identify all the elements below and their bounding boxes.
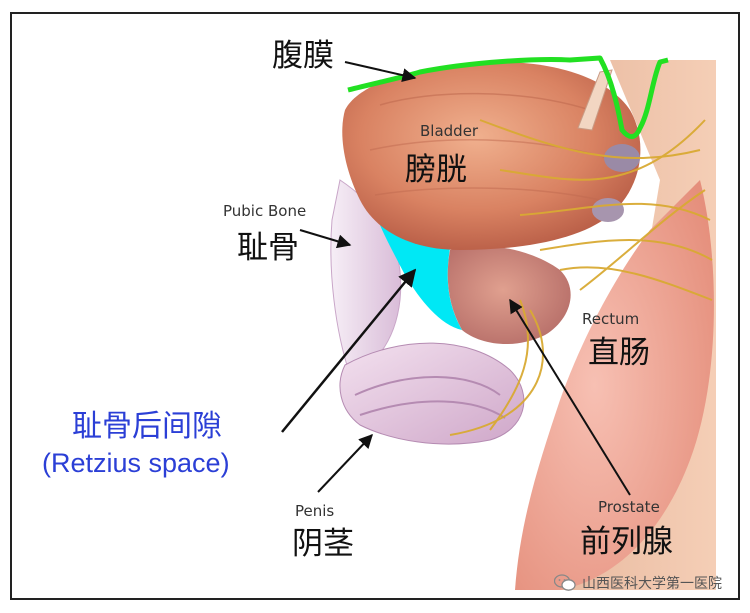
prostate-label-en: Prostate [598, 498, 660, 516]
bladder-label-zh: 膀胱 [405, 152, 467, 188]
watermark: 山西医科大学第一医院 [554, 573, 722, 593]
nerve-bundle [449, 119, 713, 436]
bladder-label-en: Bladder [420, 122, 479, 140]
rectum-label-en: Rectum [582, 310, 639, 328]
rectum-label-zh: 直肠 [588, 335, 650, 371]
prostate-label-zh: 前列腺 [580, 524, 673, 560]
penis-leader [317, 433, 373, 493]
pubic-bone-label-en: Pubic Bone [223, 202, 306, 220]
pubic-leader [299, 229, 352, 249]
peritoneum-leader [344, 61, 417, 83]
prostate-leader [509, 298, 631, 496]
bladder-shape [342, 62, 641, 250]
pubic-bone-label-zh: 耻骨 [237, 230, 299, 266]
retzius-space-shape [372, 205, 462, 330]
prostate-shape [447, 245, 571, 345]
peritoneum-label: 腹膜 [272, 38, 334, 74]
penis-label-en: Penis [295, 502, 334, 520]
retzius-label-en: (Retzius space) [42, 448, 230, 478]
seminal-vesicle-2 [592, 198, 624, 222]
penis-label-zh: 阴茎 [292, 526, 354, 562]
penis-shape [339, 342, 525, 445]
retzius-label-zh: 耻骨后间隙 [72, 409, 222, 444]
peritoneum-line [347, 55, 669, 139]
wechat-icon [554, 574, 576, 591]
retzius-leader [281, 268, 417, 433]
watermark-text: 山西医科大学第一医院 [582, 576, 722, 592]
